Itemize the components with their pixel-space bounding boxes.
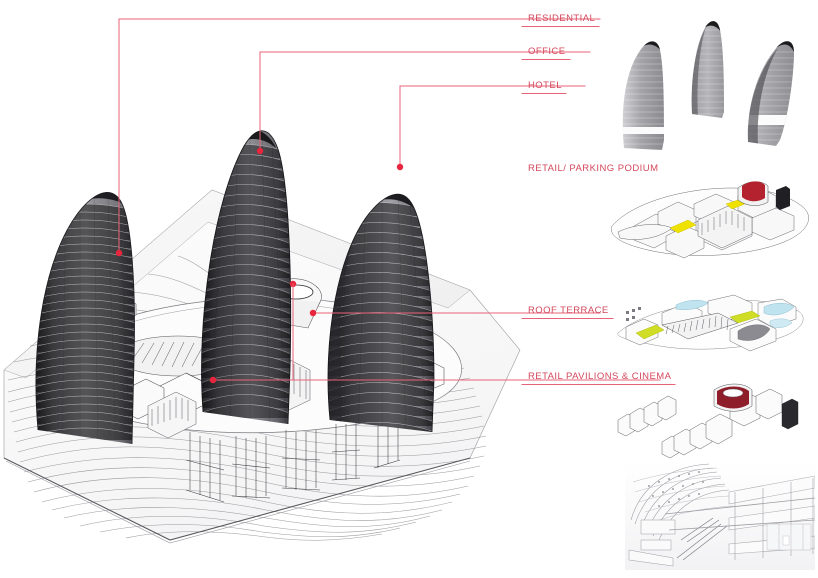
main-axonometric-render — [0, 40, 540, 578]
podium-accent-yellow-1 — [669, 219, 697, 234]
callout-label-retail-parking-podium: RETAIL/ PARKING PODIUM — [528, 163, 659, 174]
tower-hotel — [327, 193, 435, 433]
elevation-tower-left — [622, 41, 664, 151]
site-render-svg — [3, 130, 521, 544]
elevation-tower-centre — [691, 21, 724, 118]
podium-accent-red — [742, 181, 765, 202]
roof-terrace-thumbnail — [610, 285, 818, 365]
terrace-pool-3 — [769, 318, 793, 328]
callout-label-retail-pavilions-cinema: RETAIL PAVILIONS & CINEMA — [528, 371, 672, 382]
tower-elevations-thumbnail — [600, 10, 818, 160]
tower-residential — [35, 192, 135, 445]
callout-label-residential: RESIDENTIAL — [528, 13, 596, 24]
callout-label-office: OFFICE — [528, 46, 566, 57]
terrace-green-1 — [635, 324, 665, 340]
pavilion-dark-block — [781, 398, 799, 430]
tower-residential-floorbands — [35, 192, 135, 444]
terrace-green-2 — [729, 310, 761, 324]
interior-atrium-photo-thumbnail — [625, 462, 815, 570]
thumbnail-column — [600, 0, 818, 578]
podium-accent-black — [776, 186, 790, 210]
retail-parking-podium-thumbnail — [600, 170, 818, 275]
terrace-pool-2 — [763, 303, 795, 316]
callout-label-roof-terrace: ROOF TERRACE — [528, 305, 609, 316]
retail-pavilions-cinema-thumbnail — [610, 380, 818, 460]
elevation-tower-right — [747, 41, 794, 147]
terrace-pool-1 — [675, 300, 709, 310]
callout-label-hotel: HOTEL — [528, 80, 562, 91]
